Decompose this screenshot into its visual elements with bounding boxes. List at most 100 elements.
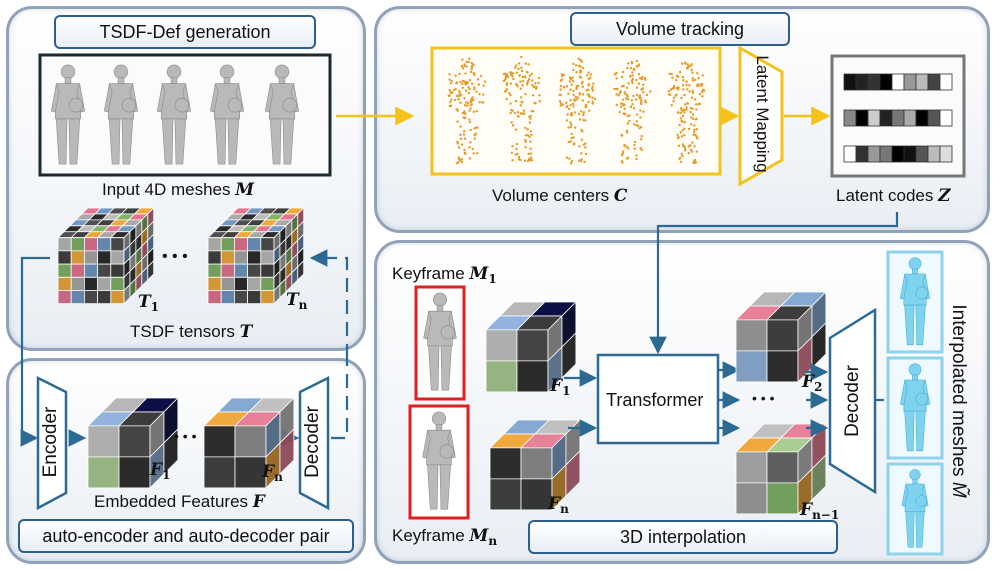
- volume-point: [640, 77, 644, 81]
- volume-point: [473, 87, 476, 91]
- volume-point: [694, 78, 697, 82]
- volume-point: [516, 152, 519, 156]
- output-feature-f2: [735, 291, 827, 383]
- volume-point: [581, 93, 585, 96]
- volume-point: [566, 113, 569, 116]
- volume-point: [509, 94, 512, 97]
- volume-point: [517, 155, 521, 159]
- volume-point: [569, 98, 572, 102]
- volume-point: [458, 72, 461, 76]
- volume-point: [569, 162, 573, 165]
- cube-face: [233, 276, 249, 291]
- volume-point: [695, 150, 698, 153]
- tsdf-tensor-t1: [57, 207, 155, 305]
- volume-point: [455, 107, 458, 111]
- volume-point: [582, 113, 585, 117]
- volume-point: [510, 108, 513, 112]
- volume-point: [680, 152, 683, 155]
- volume-point: [586, 93, 589, 96]
- volume-point: [625, 86, 629, 90]
- volume-point: [515, 142, 519, 146]
- latent-code-cell: [843, 109, 857, 127]
- latent-code-cell: [879, 73, 893, 91]
- volume-point: [565, 101, 568, 105]
- volume-point: [679, 160, 683, 163]
- cube-face: [84, 276, 98, 291]
- volume-point: [584, 152, 588, 156]
- volume-point: [478, 100, 481, 104]
- volume-point: [637, 82, 641, 85]
- volume-point: [509, 82, 513, 85]
- volume-point: [569, 103, 572, 107]
- volume-point: [697, 76, 700, 80]
- encoder-label: Encoder: [40, 406, 61, 478]
- volume-point: [639, 109, 642, 112]
- volume-point: [580, 138, 584, 142]
- volume-point: [587, 77, 591, 81]
- volume-point: [471, 147, 474, 151]
- volume-point: [681, 120, 684, 123]
- volume-point: [700, 82, 704, 86]
- volume-point: [589, 73, 593, 76]
- volume-point: [470, 68, 473, 71]
- volume-point: [458, 94, 461, 98]
- latent-code-cell: [867, 145, 881, 163]
- keyframe-1-label: Keyframe M1: [392, 264, 497, 286]
- volume-point: [691, 89, 694, 92]
- latent-code-cell: [939, 145, 953, 163]
- volume-point: [476, 152, 479, 155]
- volume-point: [627, 62, 630, 65]
- volume-point: [683, 133, 686, 137]
- volume-point: [482, 93, 485, 96]
- volume-point: [531, 84, 534, 87]
- volume-point: [588, 95, 591, 98]
- volume-point: [627, 82, 630, 85]
- volume-point: [623, 107, 626, 111]
- volume-point: [575, 71, 578, 74]
- volume-point: [520, 100, 523, 104]
- volume-point: [632, 107, 636, 110]
- volume-point: [689, 123, 693, 126]
- volume-point: [613, 73, 616, 76]
- volume-point: [637, 63, 641, 66]
- volume-point: [565, 119, 569, 122]
- volume-point: [469, 128, 472, 132]
- volume-point: [580, 152, 583, 155]
- latent-code-cell: [855, 145, 869, 163]
- cube-face: [70, 237, 85, 252]
- tensor-to-encoder-arrow: [20, 256, 50, 447]
- cube-face: [561, 332, 577, 379]
- volume-point: [468, 120, 472, 124]
- volume-point: [464, 72, 467, 75]
- volume-point: [579, 110, 583, 113]
- volume-point: [508, 91, 511, 95]
- volume-point: [465, 89, 468, 92]
- decoder2-label: Decoder: [842, 365, 863, 437]
- volume-point: [701, 95, 704, 98]
- volume-point: [581, 66, 585, 70]
- volume-point: [528, 121, 532, 124]
- volume-point: [531, 94, 535, 97]
- cube-face: [247, 237, 262, 252]
- volume-point: [454, 74, 457, 77]
- volume-point: [572, 62, 575, 66]
- volume-point: [626, 67, 629, 70]
- transformer-label: Transformer: [606, 390, 704, 410]
- volume-point: [642, 110, 645, 113]
- volume-point: [689, 110, 692, 114]
- if1-label: F1: [550, 376, 571, 398]
- volume-point: [514, 66, 517, 69]
- volume-point: [621, 70, 625, 74]
- volume-point: [456, 140, 459, 144]
- volume-point: [449, 82, 453, 85]
- volume-point: [455, 82, 458, 85]
- volume-point: [482, 84, 485, 87]
- volume-point: [640, 135, 643, 138]
- volume-point: [635, 86, 639, 89]
- embedded-features-label: Embedded Features F: [94, 492, 265, 512]
- volume-point: [584, 103, 588, 107]
- volume-point: [631, 77, 635, 81]
- volume-point: [478, 93, 481, 96]
- latent-code-cell: [915, 145, 929, 163]
- cube-face: [260, 250, 275, 265]
